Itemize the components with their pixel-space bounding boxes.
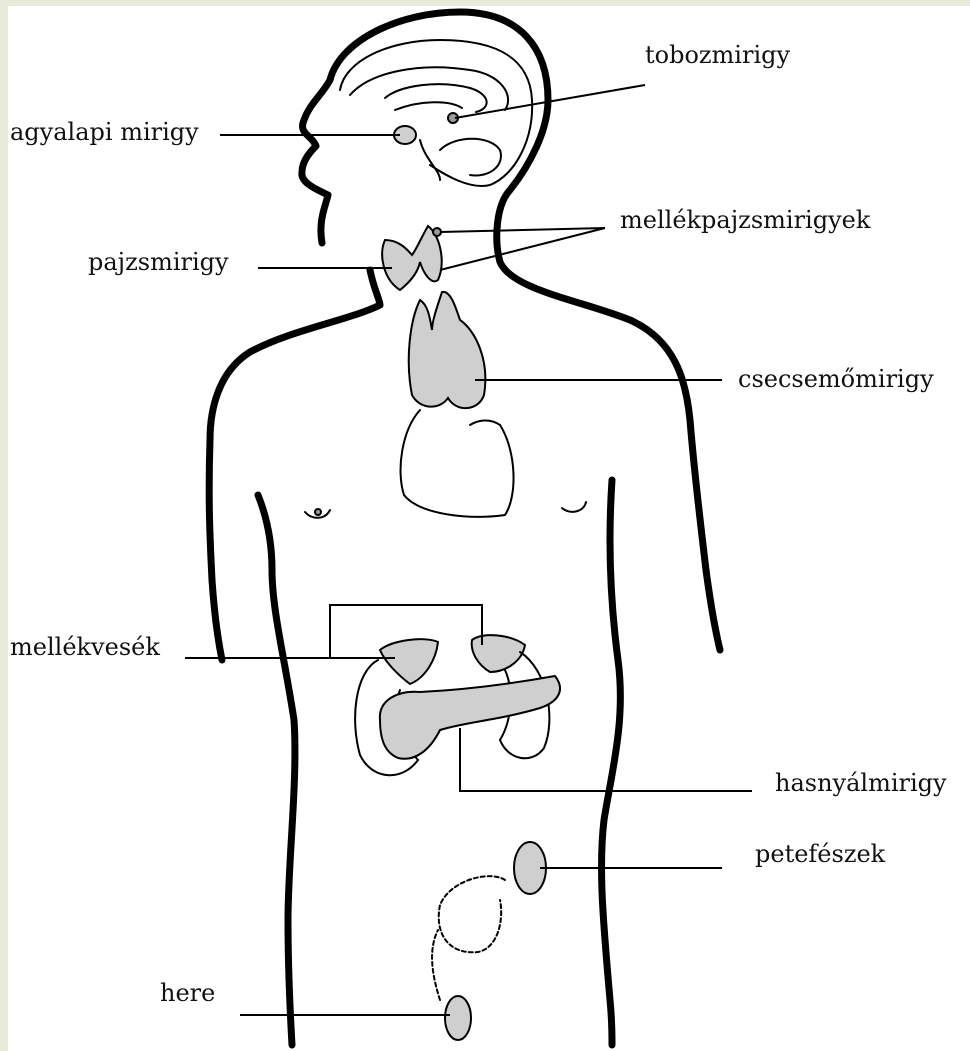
heart-outline (401, 410, 514, 517)
left-adrenal-gland (380, 639, 438, 684)
parathyroid-leader-lower (440, 228, 605, 270)
pancreas-leader (460, 728, 752, 791)
right-inner-arm (602, 480, 621, 1045)
label-thymus: csecsemőmirigy (738, 365, 934, 393)
left-nipple-dot (315, 509, 321, 515)
testis-gland (445, 996, 471, 1040)
head-outline (302, 12, 706, 570)
left-shoulder-outline (209, 270, 380, 580)
parathyroid-gland (433, 228, 441, 236)
thyroid-gland (382, 226, 442, 290)
label-thyroid: pajzsmirigy (88, 248, 229, 276)
right-nipple (562, 502, 586, 512)
glands (305, 113, 586, 1040)
body-outline (209, 12, 720, 1045)
left-inner-arm (258, 495, 295, 1045)
label-parathyroids: mellékpajzsmirigyek (620, 206, 871, 234)
label-adrenals: mellékvesék (10, 633, 160, 661)
brain-detail (340, 40, 532, 186)
parathyroid-leader-upper (440, 228, 605, 232)
thymus-gland (409, 292, 486, 408)
left-arm-outline (212, 580, 222, 660)
vas-deferens (432, 930, 440, 1000)
label-pancreas: hasnyálmirigy (775, 769, 947, 797)
label-pineal: tobozmirigy (645, 41, 790, 69)
label-testis: here (160, 979, 215, 1007)
pancreas-gland (380, 676, 560, 759)
uterus-outline (439, 876, 505, 952)
label-pituitary: agyalapi mirigy (10, 118, 199, 146)
label-ovary: petefészek (755, 840, 886, 868)
right-adrenal-gland (472, 635, 525, 672)
right-arm-outline (706, 570, 720, 650)
